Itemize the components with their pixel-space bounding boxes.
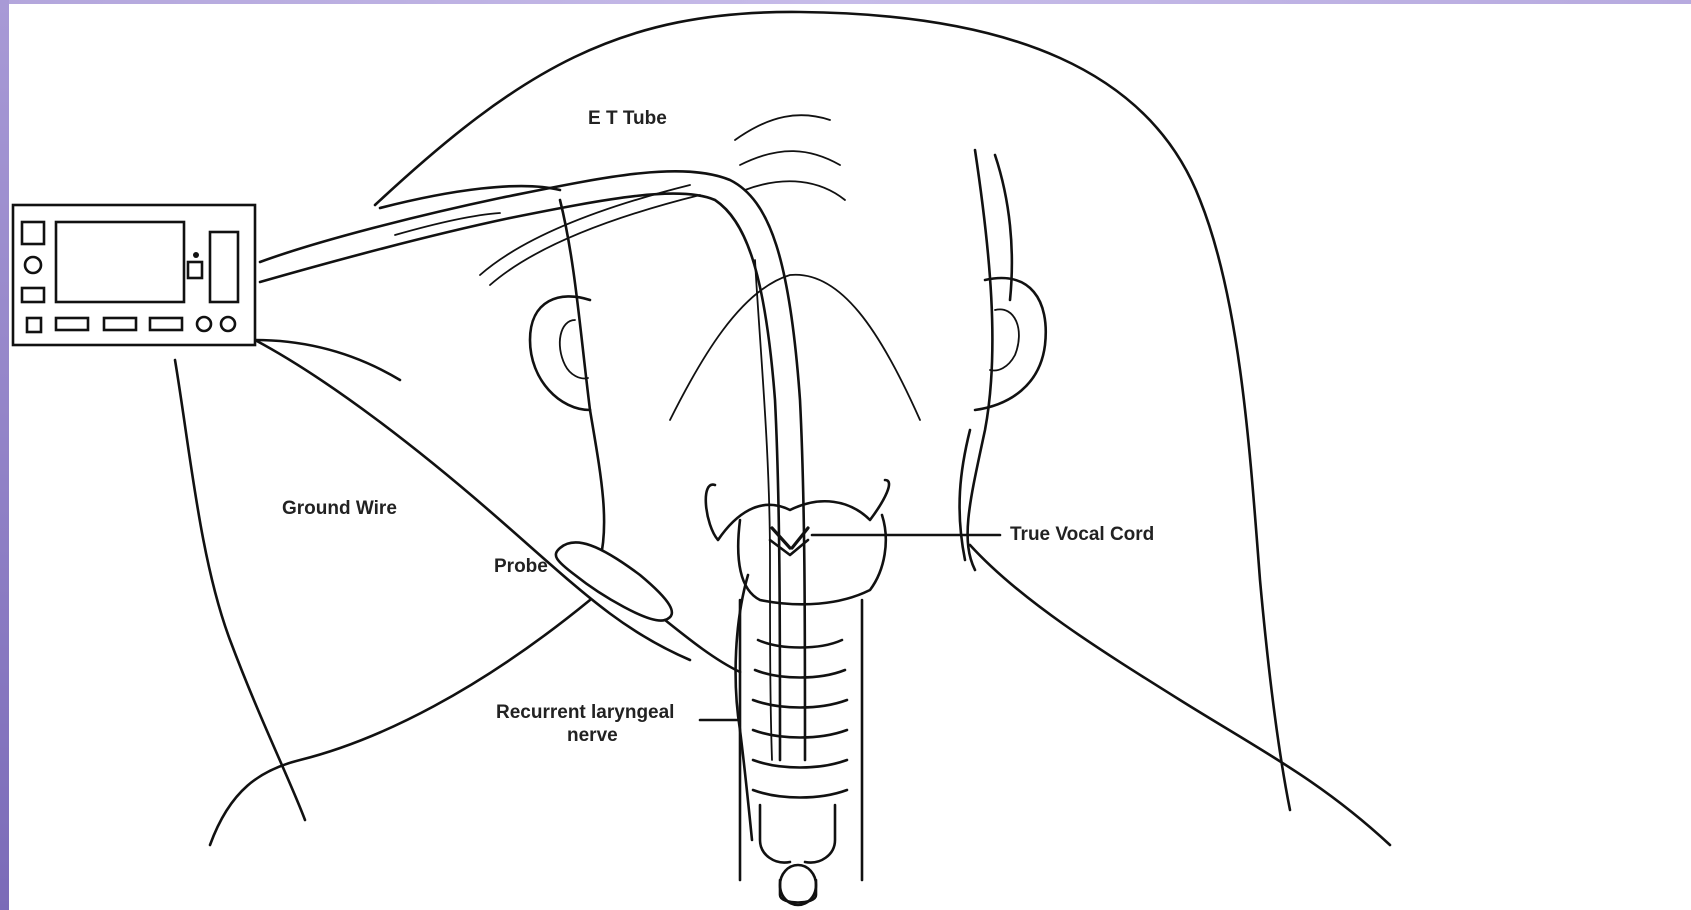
ground-wire-label: Ground Wire	[282, 498, 397, 519]
trachea-outline	[740, 600, 862, 905]
et-tube-label: E T Tube	[588, 108, 667, 129]
left-ear-icon	[530, 296, 590, 410]
probe-label: Probe	[494, 556, 548, 577]
et-tube	[260, 171, 805, 760]
recurrent-nerve-label-line1: Recurrent laryngeal	[496, 702, 674, 723]
patient-head-outline	[175, 12, 1390, 845]
recurrent-laryngeal-nerve	[736, 575, 752, 840]
probe-icon	[556, 542, 740, 672]
true-vocal-cord-label: True Vocal Cord	[1010, 524, 1154, 545]
recurrent-nerve-label-line2: nerve	[567, 725, 618, 746]
hair-strands	[735, 115, 845, 200]
ground-wire	[255, 340, 400, 380]
nerve-monitor-device-icon	[13, 205, 255, 345]
larynx-outline	[706, 480, 889, 604]
